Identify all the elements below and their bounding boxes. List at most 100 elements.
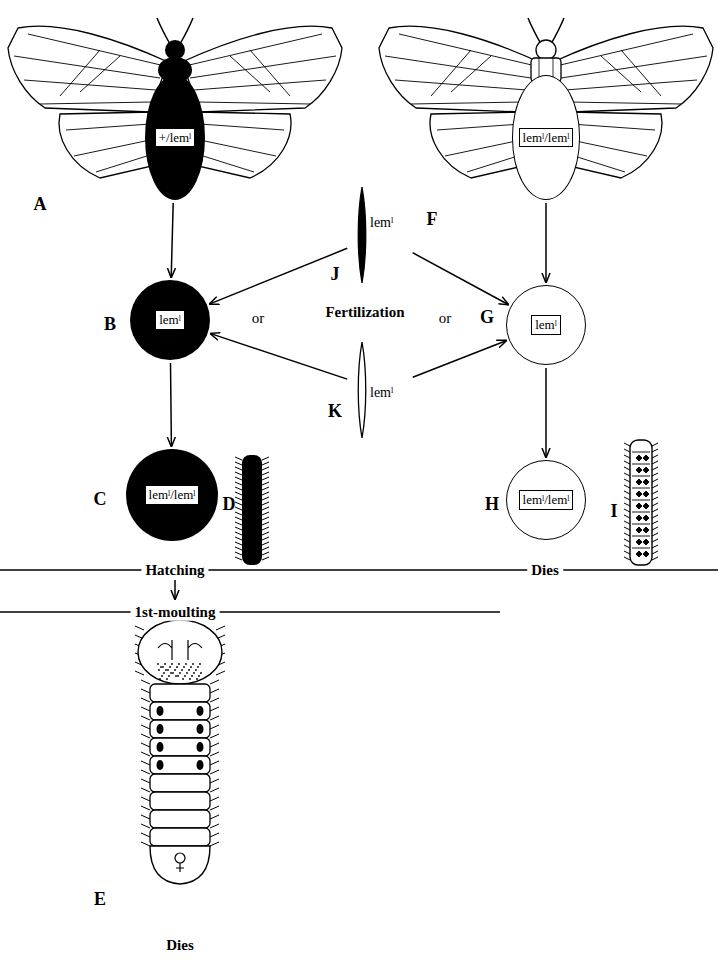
hair: [141, 752, 150, 756]
hair: [235, 557, 242, 560]
hair: [141, 689, 150, 693]
stipple-dot: [165, 669, 167, 671]
hair: [235, 537, 242, 540]
stipple-dot: [158, 669, 160, 671]
hair: [141, 734, 150, 738]
stage-label: 1st-moulting: [131, 604, 220, 621]
or-label: or: [252, 310, 265, 327]
hair: [210, 788, 219, 792]
hair: [235, 552, 242, 555]
hair: [141, 698, 150, 702]
hair: [210, 779, 219, 783]
hair: [624, 503, 630, 506]
hair: [652, 545, 658, 548]
figure-letter: B: [104, 315, 116, 335]
hair: [262, 457, 269, 460]
hair: [141, 743, 150, 747]
hair: [235, 467, 242, 470]
segment-line: [632, 512, 650, 513]
hair: [262, 497, 269, 500]
hair: [624, 467, 630, 470]
hair: [652, 551, 658, 554]
hair: [210, 815, 219, 819]
hair: [235, 502, 242, 505]
stipple-dot: [170, 672, 172, 674]
stipple-dot: [161, 675, 163, 677]
segment-mark: [636, 455, 649, 461]
genotype-label: +/lemˡ: [155, 128, 196, 148]
stipple-dot: [168, 675, 170, 677]
hair: [210, 797, 219, 801]
figure-letter: A: [34, 195, 47, 215]
stipple-dot: [166, 678, 168, 680]
stipple-dot: [172, 672, 174, 674]
hair: [262, 487, 269, 490]
hair: [624, 461, 630, 464]
segment-line: [632, 524, 650, 525]
hair: [210, 824, 219, 828]
sperm: lemˡ: [350, 340, 410, 440]
hair: [141, 761, 150, 765]
segment-mark: [636, 527, 649, 533]
hair: [235, 472, 242, 475]
hair: [652, 509, 658, 512]
hair: [262, 517, 269, 520]
stipple-dot: [196, 678, 198, 680]
genotype-label: lemˡ: [370, 215, 393, 230]
figure-letter: K: [328, 402, 342, 422]
stipple-dot: [192, 663, 194, 665]
stipple-dot: [181, 669, 183, 671]
stipple-dot: [199, 663, 201, 665]
segment-spot: [197, 760, 204, 770]
segment-line: [632, 536, 650, 537]
figure-letter: H: [485, 495, 499, 515]
stipple-dot: [160, 666, 162, 668]
arrow-connector: [413, 341, 506, 378]
larva-segment: [150, 702, 210, 720]
genotype-label: lemˡ/lemˡ: [519, 490, 574, 510]
tail-mark: [176, 863, 184, 872]
segment-mark: [636, 467, 649, 473]
larva-hairs: [624, 443, 658, 560]
larva-head: [138, 620, 222, 684]
sperm: lemˡ: [350, 185, 410, 285]
segment-line: [632, 476, 650, 477]
hair: [210, 761, 219, 765]
larva-tail: [150, 846, 210, 884]
stage-label: Dies: [527, 562, 563, 579]
hair: [216, 626, 225, 630]
hair: [652, 467, 658, 470]
larva-segment: [150, 738, 210, 756]
arrow-connector: [210, 248, 347, 304]
moth-body: lemˡ/lemˡ: [512, 75, 581, 200]
larva-hairs: [235, 457, 269, 560]
hair: [652, 503, 658, 506]
hair: [624, 491, 630, 494]
hair: [141, 815, 150, 819]
stipple-dot: [198, 675, 200, 677]
sperm-shape: [350, 185, 410, 285]
process-label: Fertilization: [325, 304, 404, 321]
stipple-dot: [162, 666, 164, 668]
hair: [210, 707, 219, 711]
hair: [135, 671, 144, 675]
larva-face: [158, 640, 202, 660]
hair: [235, 492, 242, 495]
hair: [235, 547, 242, 550]
hair: [141, 788, 150, 792]
hair: [652, 533, 658, 536]
genotype-label: lemˡ: [531, 315, 561, 335]
hair: [210, 716, 219, 720]
segment-spot: [157, 760, 164, 770]
hair: [652, 449, 658, 452]
stipple-dot: [171, 663, 173, 665]
hair: [141, 842, 150, 846]
hair: [141, 824, 150, 828]
zygote-circle: lemˡ/lemˡ: [126, 449, 218, 541]
hair: [652, 491, 658, 494]
hair: [652, 521, 658, 524]
sperm-body: [358, 187, 366, 283]
hair: [262, 507, 269, 510]
